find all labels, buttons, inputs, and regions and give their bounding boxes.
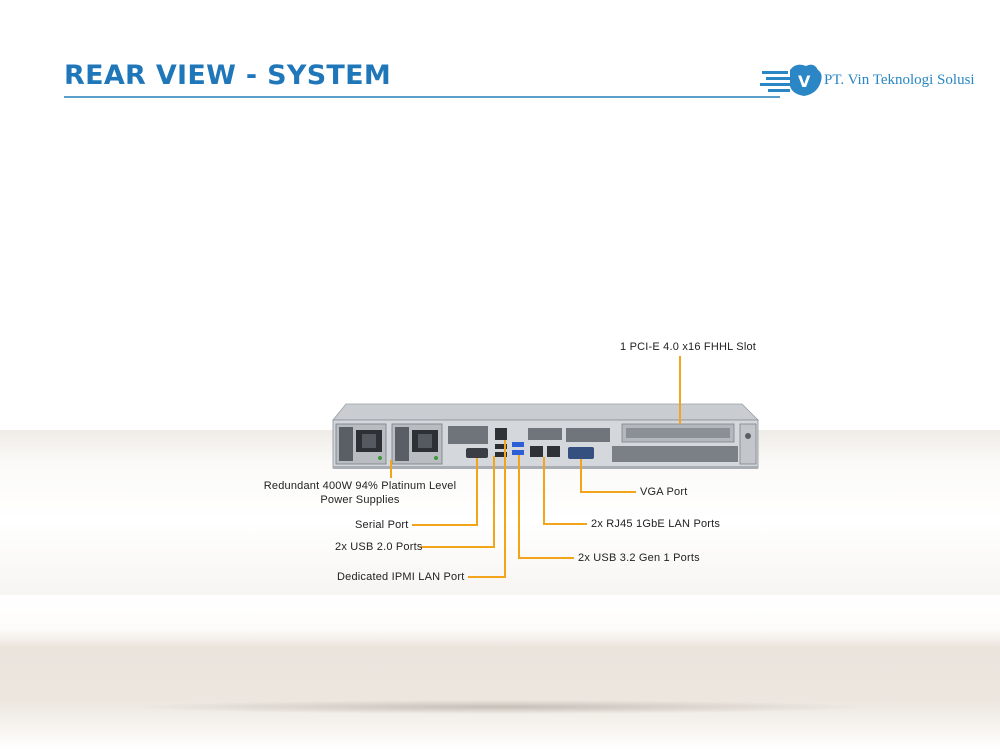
power-supply-2 [392, 424, 442, 464]
callout-line-ipmi-h [468, 576, 506, 578]
callout-line-ipmi-v [504, 440, 506, 578]
ipmi-lan-port [495, 428, 507, 440]
usb3-port-1 [512, 442, 524, 447]
label-usb2-ports: 2x USB 2.0 Ports [335, 541, 423, 553]
callout-line-serial-h [412, 524, 478, 526]
callout-line-usb3-v [518, 455, 520, 559]
callout-line-usb3-h [518, 557, 574, 559]
callout-line-pcie [679, 356, 681, 424]
label-ipmi-lan-port: Dedicated IPMI LAN Port [337, 571, 465, 583]
label-serial-port: Serial Port [355, 519, 409, 531]
label-vga-port: VGA Port [640, 486, 687, 498]
callout-line-usb2-v [493, 456, 495, 548]
callout-line-serial-v [476, 458, 478, 526]
label-psu-line2: Power Supplies [262, 493, 458, 507]
label-usb3-ports: 2x USB 3.2 Gen 1 Ports [578, 552, 700, 564]
power-supply-1 [336, 424, 386, 464]
label-pcie-slot: 1 PCI-E 4.0 x16 FHHL Slot [620, 341, 756, 353]
callout-line-vga-v [580, 459, 582, 493]
rj45-port-2 [547, 446, 560, 457]
label-power-supplies: Redundant 400W 94% Platinum Level Power … [262, 479, 458, 507]
vga-port [568, 447, 594, 459]
callout-line-usb2-h [421, 546, 495, 548]
rj45-port-1 [530, 446, 543, 457]
label-psu-line1: Redundant 400W 94% Platinum Level [262, 479, 458, 493]
label-rj45-ports: 2x RJ45 1GbE LAN Ports [591, 518, 720, 530]
serial-port [466, 448, 488, 458]
callout-line-psu [390, 460, 392, 478]
callout-line-rj45-v [543, 457, 545, 525]
callout-line-vga-h [580, 491, 636, 493]
callout-line-rj45-h [543, 523, 587, 525]
